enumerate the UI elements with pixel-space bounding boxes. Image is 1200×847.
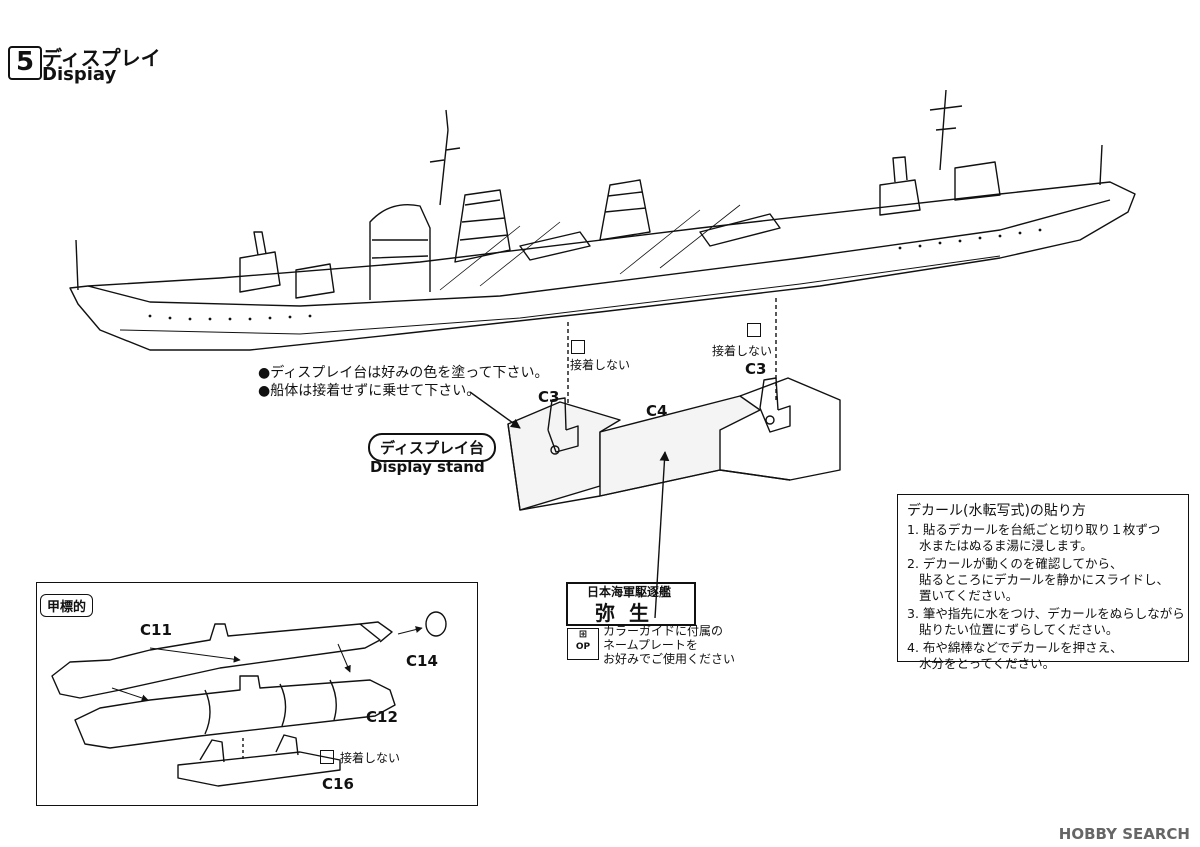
part-label-c11: C11 <box>140 621 172 639</box>
decal-step: 3. 筆や指先に水をつけ、デカールをぬらしながら <box>907 606 1185 621</box>
display-stand <box>507 377 841 511</box>
stand-label-jp: ディスプレイ台 <box>368 433 496 462</box>
funnel-1 <box>454 189 511 263</box>
part-label-c3: C3 <box>745 360 767 378</box>
note-no-glue-hull: ●船体は接着せずに乗せて下さい。 <box>258 383 481 399</box>
no-glue-label: 接着しない <box>570 358 631 372</box>
c11-half-hull <box>51 623 381 699</box>
no-glue-label: 接着しない <box>340 751 401 765</box>
decal-step: 貼りたい位置にずらしてください。 <box>919 622 1119 637</box>
part-label-c4: C4 <box>646 402 668 420</box>
optional-icon: ⊞ OP <box>567 628 599 660</box>
bridge <box>369 204 431 300</box>
midget-submarine-parts <box>51 611 447 787</box>
name-plate-ship-name: 弥生 <box>595 601 663 625</box>
decal-step: 4. 布や綿棒などでデカールを押さえ、 <box>907 640 1123 655</box>
decal-step: 2. デカールが動くのを確認してから、 <box>907 556 1123 571</box>
part-label-c3: C3 <box>538 388 560 406</box>
part-label-c14: C14 <box>406 652 438 670</box>
stand-label-en: Display stand <box>370 458 485 476</box>
step-title-jp: ディスプレイ <box>42 46 161 70</box>
no-glue-icon <box>571 340 585 354</box>
funnel-2 <box>599 179 651 241</box>
step-title-en: Dispiay <box>42 64 117 85</box>
name-plate-caption: カラーガイドに付属の <box>603 624 724 638</box>
no-glue-icon <box>747 323 761 337</box>
midget-submarine-box <box>36 582 478 806</box>
decal-step: 貼るところにデカールを静かにスライドし、 <box>919 572 1170 587</box>
part-label-c16: C16 <box>322 775 354 793</box>
no-glue-label: 接着しない <box>712 344 773 358</box>
no-glue-icon <box>320 750 334 764</box>
decal-step: 水またはぬるま湯に浸します。 <box>919 538 1093 553</box>
foremast <box>429 129 461 206</box>
part-label-c12: C12 <box>366 708 398 726</box>
name-plate-caption: お好みでご使用ください <box>603 652 736 666</box>
decal-instructions-box <box>897 494 1189 662</box>
decal-step: 水分をとってください。 <box>919 656 1056 671</box>
c12-hull <box>74 675 396 749</box>
step-number: 5 <box>8 46 42 80</box>
watermark: HOBBY SEARCH <box>1058 825 1190 843</box>
name-plate-caption: ネームプレートを <box>603 638 698 652</box>
mainmast <box>929 89 963 171</box>
name-plate <box>566 582 696 626</box>
decal-step: 1. 貼るデカールを台紙ごと切り取り１枚ずつ <box>907 522 1161 537</box>
ship-hull <box>69 181 1136 351</box>
name-plate-ship-type: 日本海軍駆逐艦 <box>586 585 671 599</box>
decal-step: 置いてください。 <box>919 588 1019 603</box>
decal-instructions-title: デカール(水転写式)の貼り方 <box>907 503 1086 519</box>
optional-label: OP <box>575 642 591 652</box>
c16-stand <box>177 751 341 787</box>
midget-submarine-title: 甲標的 <box>40 594 94 617</box>
note-paint: ●ディスプレイ台は好みの色を塗って下さい。 <box>258 365 549 381</box>
